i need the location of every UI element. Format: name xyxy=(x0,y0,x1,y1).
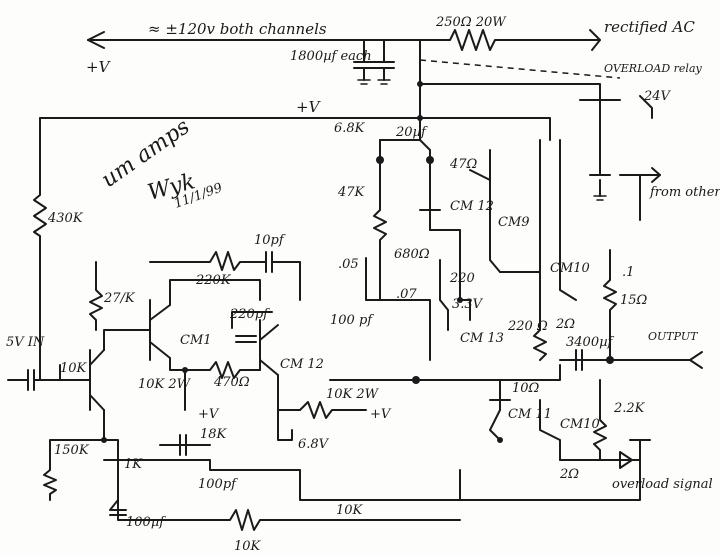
c220pf-label: 220pf xyxy=(229,307,270,322)
r2b-label: 2Ω xyxy=(559,467,579,482)
resistor-top-label: 250Ω 20W xyxy=(435,15,507,30)
c3400-label: 3400µf xyxy=(566,335,615,350)
cm11-wire xyxy=(489,379,511,441)
rail-note: ≈ ±120v both channels xyxy=(148,20,327,38)
cm12a-label: CM 12 xyxy=(280,357,324,372)
c100pf-18k xyxy=(159,434,211,456)
z68-label: 6.8V xyxy=(298,437,330,452)
c10pf-label: 10pf xyxy=(254,233,286,248)
r10k-bot-label: 10K xyxy=(234,539,262,554)
output-label: OUTPUT xyxy=(648,330,699,343)
cm9-wire xyxy=(469,149,501,273)
relay-voltage: 24V xyxy=(643,89,672,104)
feedback-wire xyxy=(149,251,301,301)
labels: ≈ ±120v both channels +V 250Ω 20W rectif… xyxy=(6,15,720,554)
r22k-label: 2.2K xyxy=(613,401,646,416)
r68k-r47k-wire xyxy=(373,139,387,301)
input-wire xyxy=(7,369,91,391)
r47-label: 47Ω xyxy=(449,157,478,172)
input-transistor xyxy=(89,349,105,411)
plus-v-b: +V xyxy=(370,407,392,422)
r220-label: 220 xyxy=(449,271,475,286)
cap-1800-label: 1800µf each xyxy=(290,49,372,64)
c20uf-label: 20µf xyxy=(395,125,428,140)
overload-relay-label: OVERLOAD relay xyxy=(604,62,703,75)
c100uf-label: 100µf xyxy=(126,515,166,530)
r430k-label: 430K xyxy=(47,211,84,226)
cm10b-wire xyxy=(539,399,561,461)
r10k-in-label: 10K xyxy=(60,361,88,376)
r10k-2w-label: 10K 2W xyxy=(138,377,192,392)
cm9-label: CM9 xyxy=(498,215,530,230)
c100pf-label: 100pf xyxy=(198,477,238,492)
r1k-label: 1K xyxy=(124,457,143,472)
c220pf xyxy=(231,311,273,343)
rectified-ac-label: rectified AC xyxy=(604,18,695,36)
r27k-label: 27/K xyxy=(103,291,136,306)
c05-label: .05 xyxy=(338,257,359,272)
c100uf xyxy=(109,469,127,516)
wiring xyxy=(7,29,703,531)
r18k-label: 18K xyxy=(200,427,228,442)
cm10a-label: CM10 xyxy=(550,261,590,276)
cm12b-transistor xyxy=(419,189,441,231)
cm1-transistor xyxy=(149,299,171,361)
r27k-wire xyxy=(89,261,103,331)
bottom-feedback xyxy=(103,459,461,501)
r150k-wire xyxy=(43,409,105,501)
r2-label: 2Ω xyxy=(555,317,575,332)
r470-wire xyxy=(184,361,261,379)
cm11-label: CM 11 xyxy=(508,407,552,422)
r15-wire xyxy=(603,249,617,361)
r680-label: 680Ω xyxy=(394,247,430,262)
z33-label: 3.3V xyxy=(452,297,484,312)
overload-diode xyxy=(599,451,633,469)
plus-v-left: +V xyxy=(86,58,112,76)
c100pf-b-label: 100 pf xyxy=(330,313,374,328)
r220k-label: 220K xyxy=(195,273,232,288)
r15-label: 15Ω xyxy=(620,293,648,308)
plus-v-main: +V xyxy=(296,98,322,116)
in5-label: 5V IN xyxy=(6,335,45,350)
other-chanel-wire xyxy=(619,174,661,221)
r2-wire xyxy=(533,139,547,361)
from-other-label: from other chanel xyxy=(649,185,720,200)
r470-label: 470Ω xyxy=(213,375,250,390)
resistor-250-wire xyxy=(419,29,601,51)
plus-v-mid: +V xyxy=(198,407,220,422)
r22k-wire xyxy=(593,379,607,461)
r10k-fb-label: 10K xyxy=(336,503,364,518)
relay-wire xyxy=(579,95,621,131)
r10k-bottom xyxy=(117,499,461,531)
c3400 xyxy=(575,349,583,371)
junction-dots xyxy=(101,81,614,443)
cm12b-label: CM 12 xyxy=(450,199,494,214)
c1-label: .1 xyxy=(622,265,634,280)
main-rail xyxy=(39,117,551,141)
r220b-label: 220 Ω xyxy=(507,319,548,334)
r10k-2w-b-label: 10K 2W xyxy=(326,387,380,402)
rail-arrow xyxy=(87,31,105,49)
r430k-wire xyxy=(33,117,47,381)
z33-wire xyxy=(439,259,449,331)
cm1-label: CM1 xyxy=(180,333,212,348)
r10-label: 10Ω xyxy=(512,381,540,396)
r150k-label: 150K xyxy=(54,443,90,458)
output-line xyxy=(329,359,691,381)
cap-1800-b xyxy=(373,39,395,81)
cm13-label: CM 13 xyxy=(460,331,504,346)
r47k-label: 47K xyxy=(337,185,366,200)
c20uf-wire xyxy=(379,117,431,191)
c07-label: .07 xyxy=(396,287,417,302)
overload-signal-label: overload signal xyxy=(612,477,713,492)
rect-ac-arrow xyxy=(589,29,601,51)
cm12-transistor xyxy=(259,319,279,376)
r68k-label: 6.8K xyxy=(334,121,366,136)
cm10b-label: CM10 xyxy=(560,417,600,432)
cap-1800-a xyxy=(353,39,375,81)
r10k2w-b-wire xyxy=(277,374,367,419)
